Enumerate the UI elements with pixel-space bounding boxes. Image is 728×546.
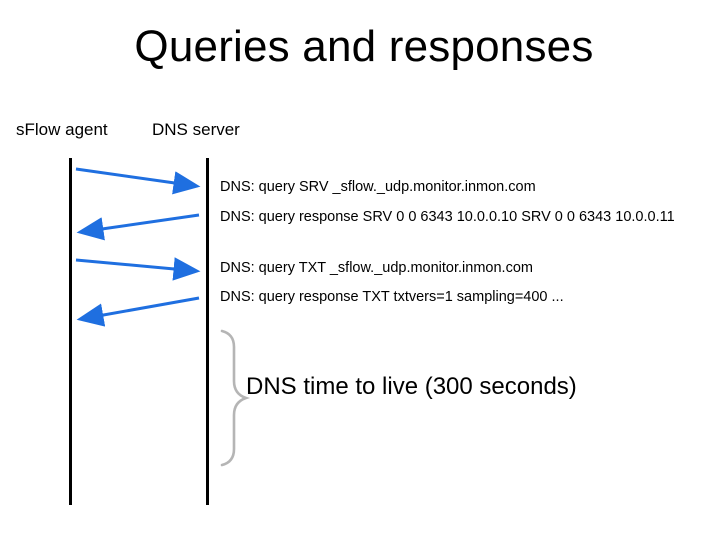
arrow-response-srv	[76, 213, 200, 241]
message-label-response-txt: DNS: query response TXT txtvers=1 sampli…	[220, 289, 564, 305]
lifeline-dns-server	[206, 158, 209, 505]
page-title: Queries and responses	[134, 22, 594, 71]
message-label-response-srv: DNS: query response SRV 0 0 6343 10.0.0.…	[220, 209, 675, 225]
ttl-brace	[220, 329, 251, 467]
arrow-query-srv	[75, 167, 201, 195]
ttl-annotation-label: DNS time to live (300 seconds)	[246, 373, 577, 400]
arrow-response-txt	[76, 296, 200, 327]
arrow-query-txt	[75, 257, 201, 281]
lane-label-dns-server: DNS server	[152, 120, 240, 139]
message-label-query-txt: DNS: query TXT _sflow._udp.monitor.inmon…	[220, 260, 533, 276]
lane-label-sflow-agent: sFlow agent	[16, 120, 108, 139]
message-label-query-srv: DNS: query SRV _sflow._udp.monitor.inmon…	[220, 179, 536, 195]
lifeline-sflow-agent	[69, 158, 72, 505]
